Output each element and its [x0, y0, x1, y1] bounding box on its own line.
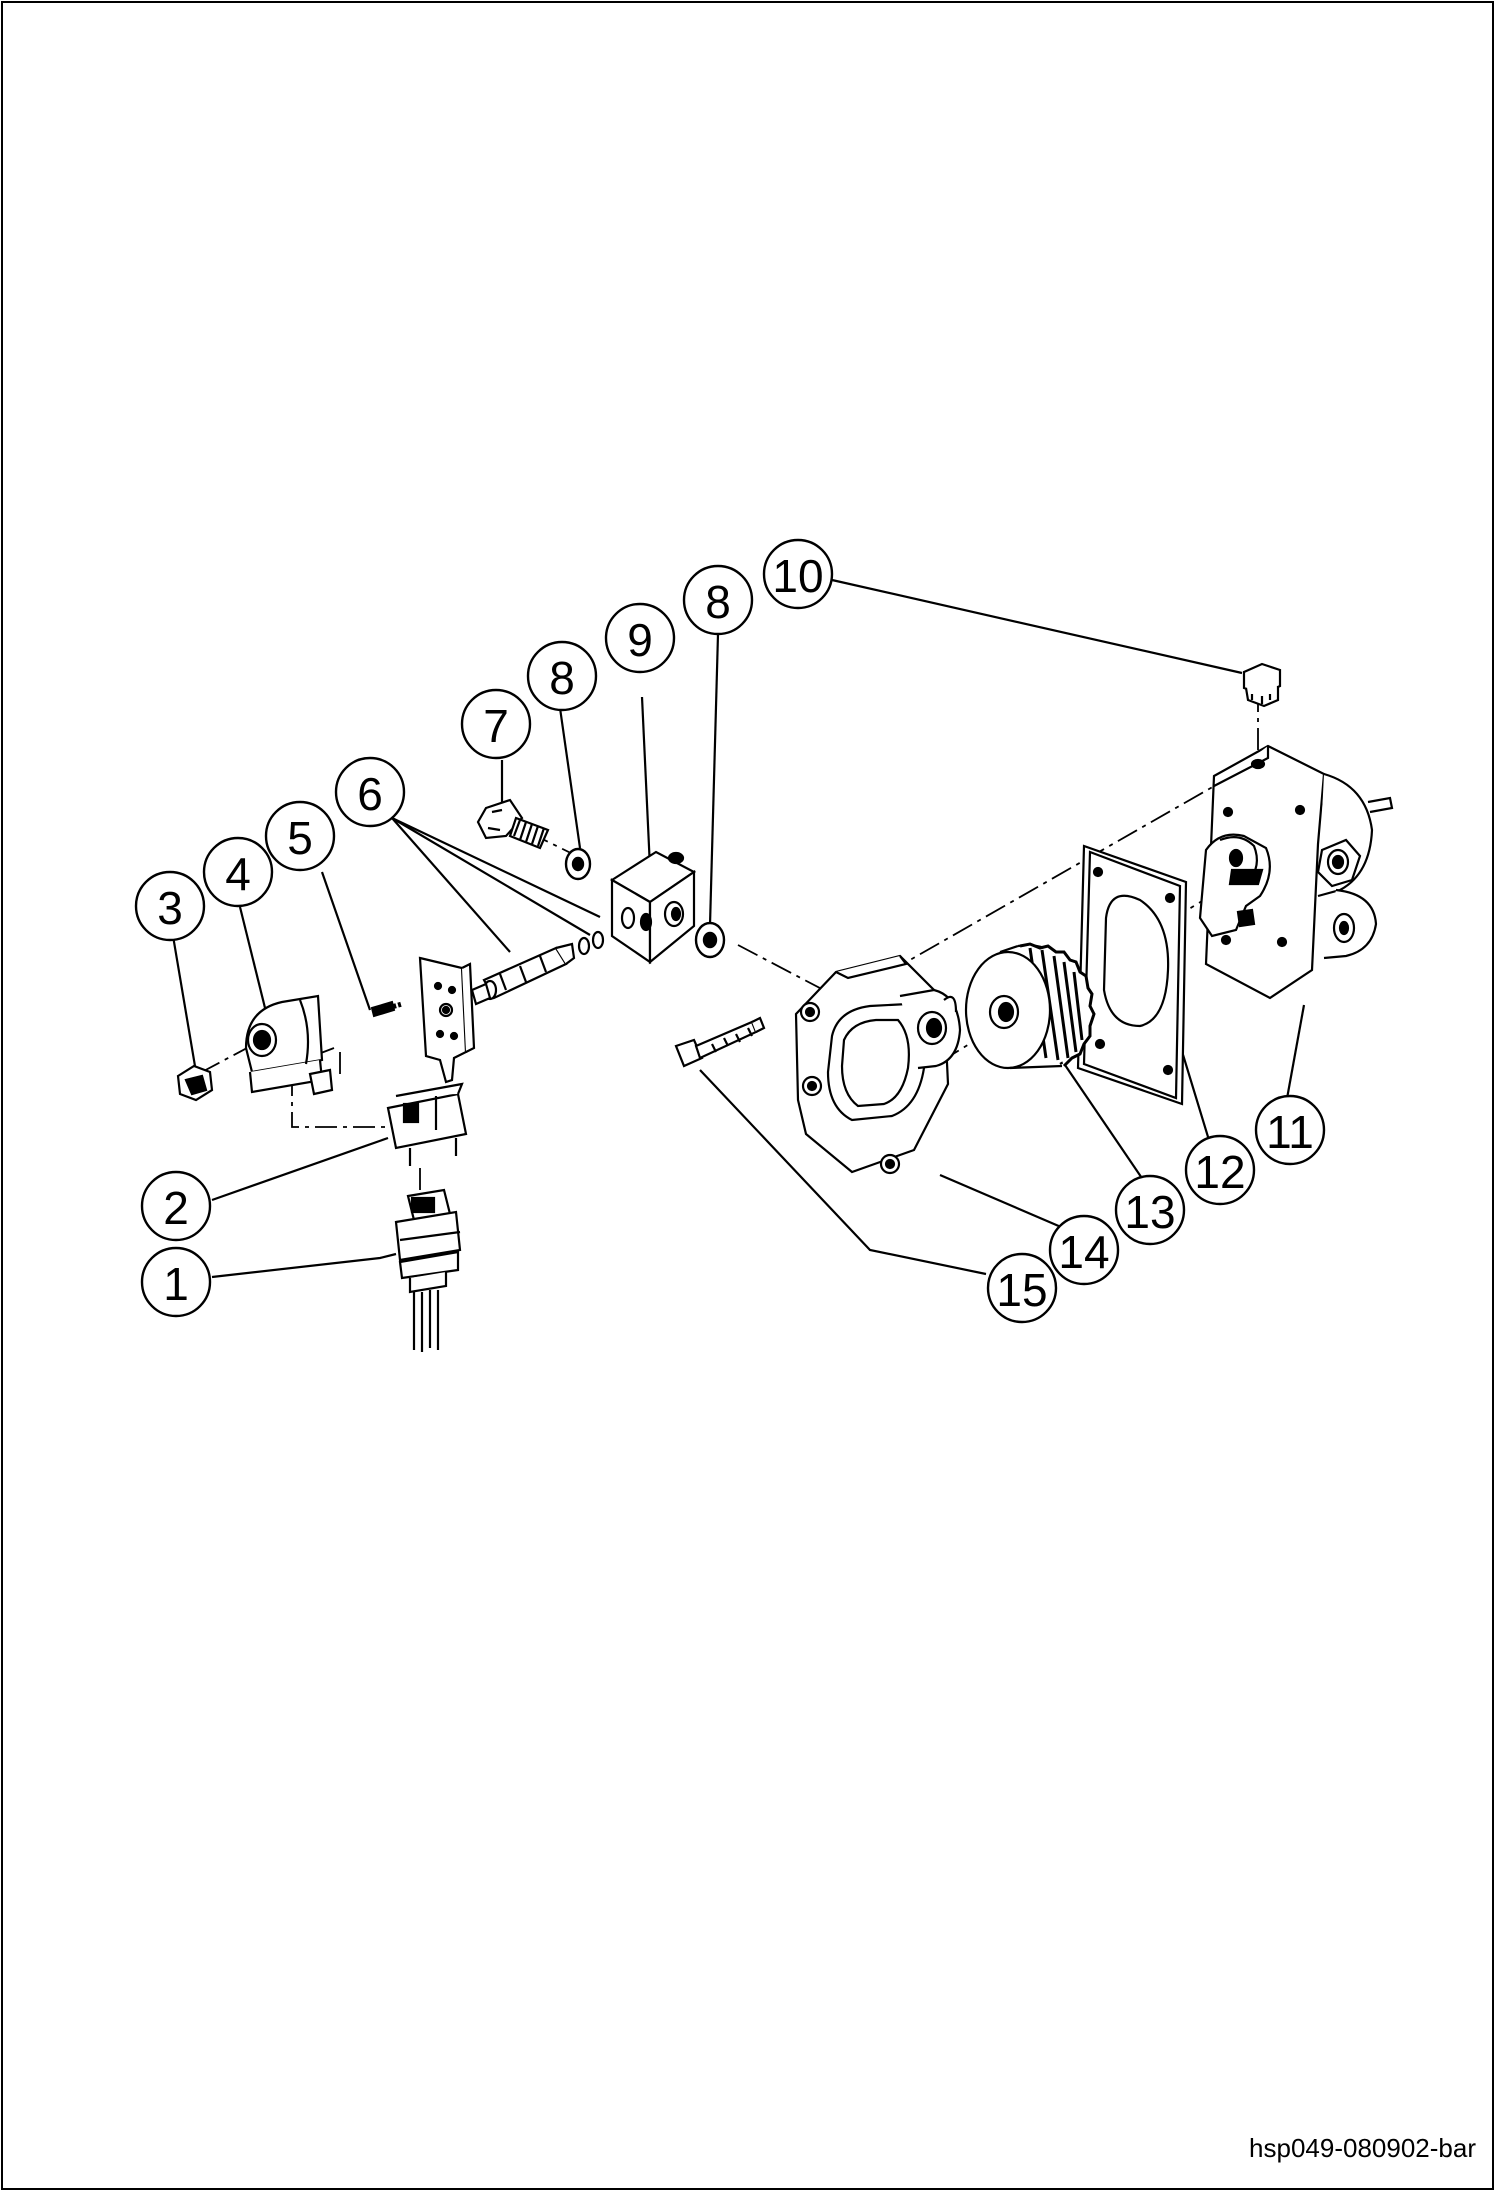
leader-line-13: [1064, 1064, 1151, 1191]
callout-13: 13: [1114, 1174, 1186, 1246]
leader-line-10: [831, 578, 1243, 675]
callout-8-left: 8: [526, 640, 598, 712]
leader-line-14: [939, 1173, 1069, 1232]
leader-line-1: [211, 1252, 397, 1279]
callout-10-label: 10: [772, 550, 823, 602]
part-washer-left: [564, 847, 592, 881]
callout-12: 12: [1184, 1134, 1256, 1206]
callout-9-label: 9: [627, 614, 653, 666]
callout-3-label: 3: [157, 882, 183, 934]
leader-lines: [170, 578, 1306, 1279]
callout-5-label: 5: [287, 812, 313, 864]
part-washer-right: [694, 921, 726, 959]
callout-9: 9: [604, 602, 676, 674]
callout-2: 2: [140, 1170, 212, 1242]
part-screw: [370, 1000, 403, 1018]
part-valve-stem: [470, 930, 605, 1006]
part-filter-element: [964, 942, 1096, 1070]
callout-15-label: 15: [996, 1264, 1047, 1316]
part-long-bolt: [674, 1016, 766, 1068]
center-line-connector: [291, 1074, 388, 1128]
leader-line-6b: [391, 817, 591, 936]
callout-1-label: 1: [163, 1258, 189, 1310]
callout-8-right-label: 8: [705, 576, 731, 628]
part-valve-block: [609, 850, 697, 965]
callout-7-label: 7: [483, 700, 509, 752]
part-bracket: [418, 956, 476, 1084]
part-plug-sensor: [394, 1188, 462, 1352]
leader-line-6a: [391, 817, 601, 918]
leader-line-4: [238, 906, 270, 1021]
callout-8-right: 8: [682, 564, 754, 636]
part-top-plug: [1242, 662, 1282, 708]
callout-15: 15: [986, 1252, 1058, 1324]
center-line-valve-to-cover: [737, 944, 836, 997]
callout-4-label: 4: [225, 848, 251, 900]
part-filter-cover: [794, 954, 962, 1175]
leader-line-8b: [708, 633, 720, 926]
callouts: 1 2 3 4 5 6 7 8: [134, 538, 1326, 1324]
callout-2-label: 2: [163, 1182, 189, 1234]
callout-6: 6: [334, 756, 406, 828]
callout-5: 5: [264, 800, 336, 872]
callout-14-label: 14: [1058, 1226, 1109, 1278]
callout-12-label: 12: [1194, 1146, 1245, 1198]
callout-11-label: 11: [1266, 1106, 1314, 1158]
leader-line-6c: [391, 817, 511, 953]
part-gasket: [1076, 844, 1188, 1106]
leader-line-8a: [558, 707, 582, 849]
callout-14: 14: [1048, 1214, 1120, 1286]
callout-10: 10: [762, 538, 834, 610]
leader-line-9: [640, 696, 652, 869]
center-line-upper-assembly: [853, 784, 1217, 993]
callout-11: 11: [1254, 1094, 1326, 1166]
part-pump-body: [1198, 744, 1394, 1000]
callout-13-label: 13: [1124, 1186, 1175, 1238]
part-solenoid-coil: [244, 994, 334, 1096]
leader-line-3: [170, 929, 198, 1073]
part-connector: [386, 1082, 468, 1166]
callout-7: 7: [460, 688, 532, 760]
callout-8-left-label: 8: [549, 652, 575, 704]
leader-line-2: [211, 1136, 389, 1202]
figure-code: hsp049-080902-bar: [1249, 2133, 1476, 2163]
part-nut: [176, 1064, 214, 1102]
callout-3: 3: [134, 870, 206, 942]
leader-line-5: [320, 871, 372, 1011]
callout-1: 1: [140, 1246, 212, 1318]
leader-line-15: [699, 1069, 987, 1276]
callout-6-label: 6: [357, 768, 383, 820]
callout-4: 4: [202, 836, 274, 908]
part-fitting: [476, 798, 550, 850]
